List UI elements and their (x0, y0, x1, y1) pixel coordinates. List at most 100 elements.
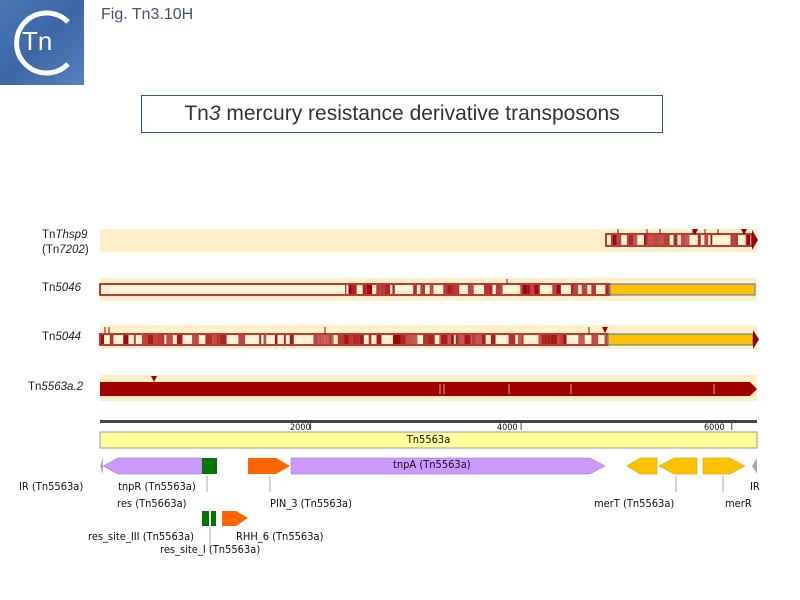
label-part: 7202 (59, 244, 85, 256)
match-stripe (212, 335, 217, 344)
match-stripe (680, 235, 686, 245)
match-stripe (439, 335, 442, 344)
match-stripe (289, 335, 294, 344)
match-stripe (664, 235, 670, 245)
element-label: Tn5563a (406, 433, 451, 446)
match-stripe (324, 335, 330, 344)
match-stripe (508, 335, 516, 344)
match-stripe (161, 335, 165, 344)
tn-logo: Tn (0, 0, 84, 85)
match-stripe (538, 285, 540, 294)
label-part: 5044 (55, 331, 82, 343)
match-stripe (573, 285, 579, 294)
match-stripe (455, 335, 459, 344)
match-stripe (433, 335, 435, 344)
match-stripe (534, 285, 539, 294)
match-stripe (238, 335, 246, 344)
match-stripe (616, 235, 622, 245)
feature-label-pin3: PIN_3 (Tn5563a) (270, 497, 352, 510)
ruler-tick-label: 4000 (497, 423, 518, 433)
match-stripe (745, 235, 747, 245)
match-stripe (547, 335, 551, 344)
label-part: 5046 (55, 282, 82, 294)
merr-gene-arrow (702, 457, 746, 475)
match-stripe (405, 335, 412, 344)
match-stripe (420, 285, 426, 294)
match-stripe (283, 335, 286, 344)
match-stripe (428, 335, 434, 344)
feature-label-res-site-iii: res_site_III (Tn5563a) (88, 530, 195, 543)
match-stripe (554, 285, 557, 294)
tnpa-gene-arrow (290, 457, 606, 475)
match-stripe (458, 335, 465, 344)
match-stripe (157, 335, 162, 344)
match-stripe (628, 235, 634, 245)
match-stripe (451, 335, 454, 344)
match-stripe (563, 335, 567, 344)
ir-left-feature (100, 458, 103, 474)
match-stripe (591, 335, 599, 344)
rhh6-domain-arrow (222, 511, 248, 526)
match-stripe (605, 285, 609, 294)
tn5044-mer-block (607, 333, 754, 346)
match-stripe (321, 335, 325, 344)
match-stripe (447, 335, 451, 344)
match-stripe (704, 235, 709, 245)
label-part: Tn (28, 381, 42, 393)
match-stripe (610, 235, 613, 245)
match-stripe (475, 335, 482, 344)
indel-marker (151, 376, 157, 382)
match-stripe (101, 335, 104, 344)
match-stripe (527, 285, 529, 294)
logo-text: Tn (22, 26, 53, 56)
res-site-box (202, 458, 217, 474)
match-stripe (467, 285, 474, 294)
match-stripe (337, 335, 345, 344)
title-italic: 3 (208, 102, 221, 125)
match-stripe (581, 285, 588, 294)
match-stripe (464, 335, 471, 344)
match-stripe (560, 335, 564, 344)
tn5046-mer-block (609, 283, 756, 296)
match-stripe (643, 235, 646, 245)
match-stripe (612, 235, 617, 245)
match-stripe (219, 335, 227, 344)
match-stripe (431, 285, 434, 294)
label-part: Tn (42, 229, 56, 241)
match-stripe (153, 335, 158, 344)
ruler-tick-label: 2000 (290, 423, 311, 433)
res-site-iii-box (202, 511, 209, 526)
match-stripe (394, 335, 401, 344)
match-stripe (471, 335, 476, 344)
match-stripe (366, 285, 373, 294)
feature-label-merr: merR (725, 497, 752, 510)
match-stripe (443, 335, 448, 344)
match-stripe (528, 285, 531, 294)
match-stripe (450, 335, 452, 344)
match-stripe (495, 285, 501, 294)
indel-marker (602, 327, 608, 333)
match-stripe (123, 335, 129, 344)
indel-marker (741, 229, 747, 235)
ir-right-feature (752, 458, 757, 474)
match-stripe (400, 335, 406, 344)
match-stripe (517, 335, 522, 344)
tn5563a2-bar (100, 382, 757, 396)
indel-marker (692, 229, 698, 235)
match-stripe (556, 285, 561, 294)
ruler-tick-label: 6000 (704, 423, 725, 433)
match-stripe (109, 335, 114, 344)
arrow-head (752, 230, 758, 250)
match-stripe (445, 285, 448, 294)
match-stripe (605, 335, 607, 344)
label-part: (Tn (42, 244, 60, 256)
tnpa-label: tnpA (Tn5563a) (393, 458, 471, 471)
match-stripe (488, 285, 493, 294)
match-stripe (697, 235, 701, 245)
match-stripe (444, 285, 446, 294)
element-bar (99, 431, 758, 449)
match-stripe (274, 335, 278, 344)
match-stripe (147, 335, 154, 344)
match-stripe (443, 285, 445, 294)
